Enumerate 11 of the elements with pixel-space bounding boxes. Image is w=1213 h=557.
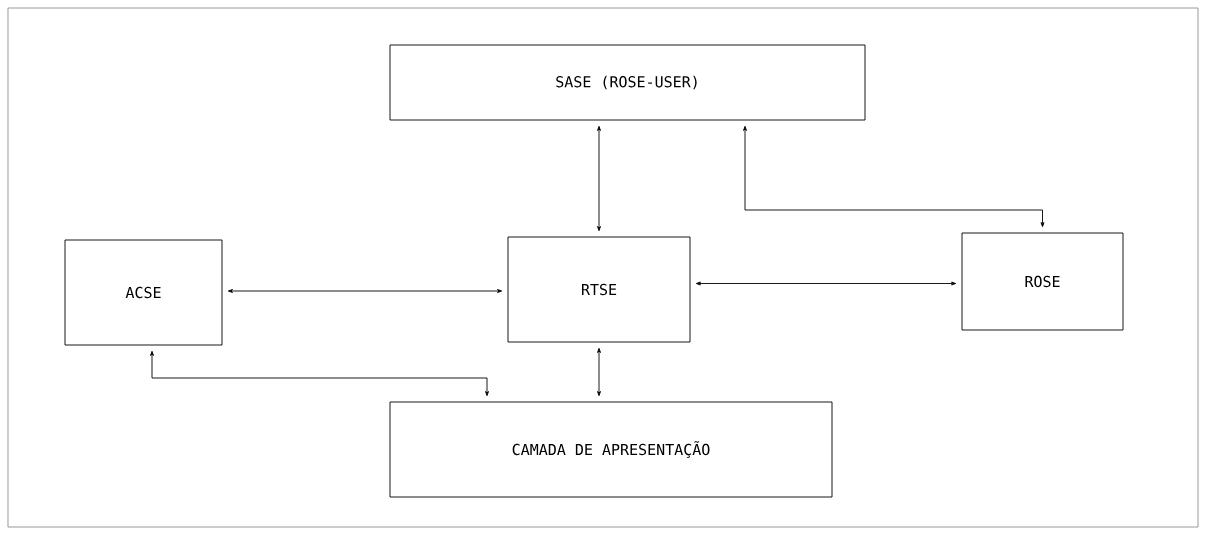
arrow	[227, 289, 503, 293]
arrow	[597, 125, 601, 232]
process-box: CAMADA DE APRESENTAÇÃO	[389, 401, 833, 498]
arrow	[150, 350, 489, 397]
arrow	[597, 347, 601, 397]
process-box: SASE (ROSE-USER)	[389, 44, 866, 121]
process-box: RTSE	[507, 236, 691, 343]
process-box: ROSE	[961, 232, 1124, 331]
arrow	[743, 125, 1045, 228]
process-box: ACSE	[64, 239, 223, 346]
arrow	[695, 281, 957, 286]
